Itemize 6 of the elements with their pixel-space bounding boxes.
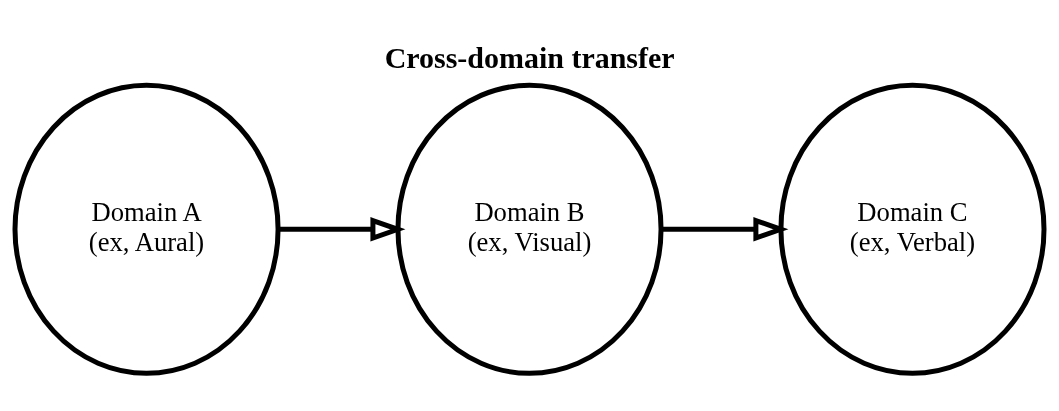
node-circle: Domain B (ex, Visual) (395, 82, 664, 376)
node-circle: Domain C (ex, Verbal) (778, 82, 1047, 376)
arrow (278, 216, 406, 242)
arrow (661, 216, 789, 242)
node-circle: Domain A (ex, Aural) (12, 82, 281, 376)
diagram-title: Cross-domain transfer (384, 40, 675, 74)
